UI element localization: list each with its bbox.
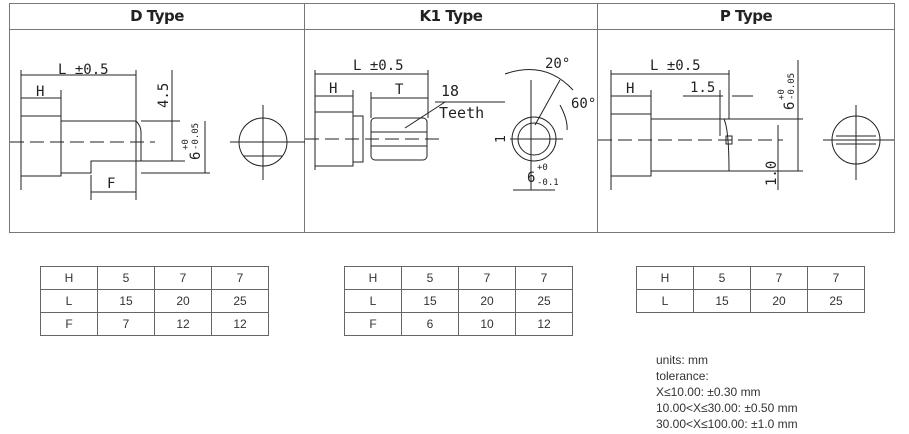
cell: L — [40, 289, 98, 313]
cell: 6 — [401, 312, 459, 336]
cell: 7 — [515, 266, 573, 290]
cell: 20 — [154, 289, 212, 313]
dim-dia: 6 — [782, 102, 798, 110]
dim-h: H — [626, 81, 634, 97]
panel-k1-type: K1 Type L ±0.5 H T 18 Teeth 20° 60° 1 6 … — [305, 4, 598, 232]
cell: 25 — [807, 289, 865, 313]
teeth-label: Teeth — [439, 104, 484, 122]
cell: L — [636, 289, 694, 313]
angle-60: 60° — [571, 96, 596, 112]
cell: 7 — [458, 266, 516, 290]
cell: 12 — [211, 312, 269, 336]
tolerance-notes: units: mm tolerance: X≤10.00: ±0.30 mm 1… — [656, 352, 798, 432]
note-line: units: mm — [656, 353, 709, 367]
note-line: 30.00<X≤100.00: ±1.0 mm — [656, 417, 798, 431]
dim-l: L ±0.5 — [353, 58, 404, 74]
note-line: tolerance: — [656, 369, 709, 383]
k1-type-drawing: L ±0.5 H T 18 Teeth 20° 60° 1 6 +0 -0.1 — [305, 56, 596, 191]
angle-20: 20° — [545, 56, 570, 72]
cell: 7 — [211, 266, 269, 290]
dim-h: H — [36, 84, 44, 100]
cell: 25 — [515, 289, 573, 313]
tol-down: -0.05 — [191, 123, 201, 150]
cell: 15 — [97, 289, 155, 313]
dim-1-5: 1.5 — [690, 80, 715, 96]
dim-t: T — [395, 82, 404, 98]
dim-l: L ±0.5 — [650, 58, 701, 74]
cell: 5 — [97, 266, 155, 290]
teeth-count: 18 — [441, 82, 459, 100]
cell: 12 — [154, 312, 212, 336]
cell: 20 — [750, 289, 808, 313]
note-line: X≤10.00: ±0.30 mm — [656, 385, 761, 399]
drawing-frame: D Type L ±0.5 H 4.5 6 +0 -0.05 F K1 Type… — [9, 3, 895, 233]
dim-l: L ±0.5 — [58, 62, 109, 78]
cell: 7 — [807, 266, 865, 290]
cell: H — [344, 266, 402, 290]
dim-f: F — [107, 176, 115, 192]
cell: 5 — [693, 266, 751, 290]
tol-up: +0 — [537, 163, 548, 173]
cell: 7 — [154, 266, 212, 290]
d-type-drawing: L ±0.5 H 4.5 6 +0 -0.05 F — [10, 62, 305, 200]
dim-dia: 6 — [527, 170, 535, 186]
panel-p-type: P Type L ±0.5 H 1.5 6 +0 -0.05 1.0 — [598, 4, 894, 232]
tol-up: +0 — [777, 89, 787, 100]
cell: 15 — [401, 289, 459, 313]
panel-title: K1 Type — [305, 4, 597, 30]
cell: 7 — [750, 266, 808, 290]
dim-h: H — [329, 81, 337, 97]
cell: H — [636, 266, 694, 290]
dim-1-0: 1.0 — [764, 161, 780, 186]
cell: F — [344, 312, 402, 336]
note-line: 10.00<X≤30.00: ±0.50 mm — [656, 401, 798, 415]
cell: L — [344, 289, 402, 313]
tol-up: +0 — [181, 139, 191, 150]
dim-dia: 6 — [188, 152, 204, 160]
p-type-drawing: L ±0.5 H 1.5 6 +0 -0.05 1.0 — [598, 58, 894, 190]
cell: 20 — [458, 289, 516, 313]
cell: 5 — [401, 266, 459, 290]
cell: 12 — [515, 312, 573, 336]
panel-title: D Type — [10, 4, 304, 30]
dim-4-5: 4.5 — [156, 83, 172, 108]
cell: 7 — [97, 312, 155, 336]
panel-title: P Type — [598, 4, 894, 30]
tol-down: -0.05 — [787, 73, 797, 100]
cell: H — [40, 266, 98, 290]
cell: F — [40, 312, 98, 336]
panel-d-type: D Type L ±0.5 H 4.5 6 +0 -0.05 F — [10, 4, 305, 232]
cell: 15 — [693, 289, 751, 313]
cell: 10 — [458, 312, 516, 336]
cell: 25 — [211, 289, 269, 313]
tol-down: -0.1 — [537, 178, 559, 188]
dim-1: 1 — [494, 135, 509, 143]
